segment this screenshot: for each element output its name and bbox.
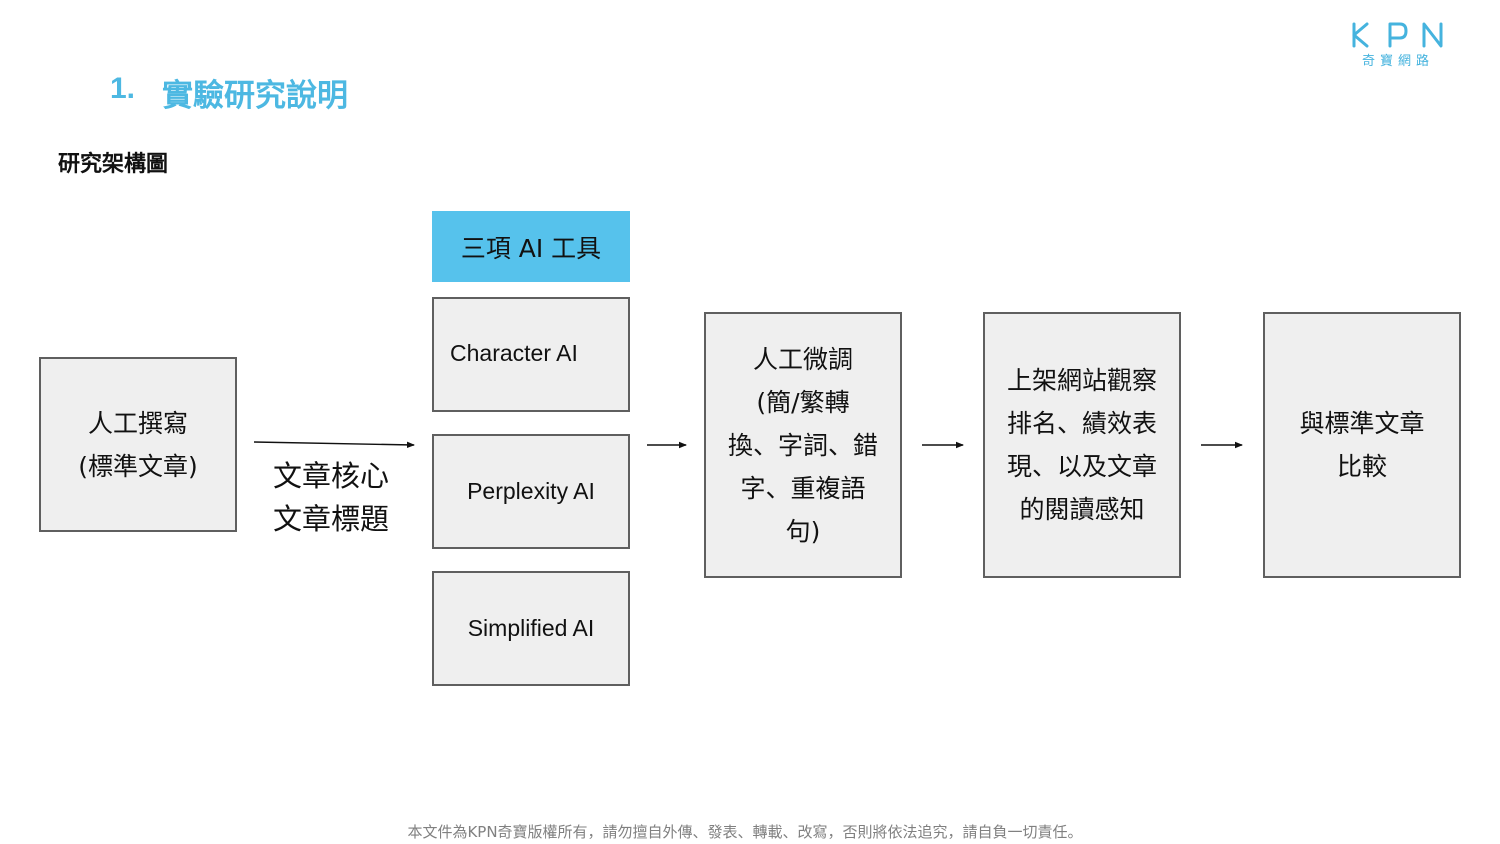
diagram-label: 研究架構圖 [58,152,169,177]
tool-label: Character AI [450,340,578,366]
box-line: 句) [785,516,821,546]
copyright-footer: 本文件為KPN奇寶版權所有，請勿擅自外傳、發表、轉載、改寫，否則將依法追究，請自… [407,823,1083,841]
box-line: 人工撰寫 [87,408,188,438]
box-line: 換、字詞、錯 [727,430,878,460]
edge-label: 文章核心 文章標題 [273,455,389,541]
kpn-logo: 奇寶網路 [1350,20,1446,70]
tool-label: Simplified AI [467,615,595,641]
tool-box-character-ai: Character AI [432,297,630,412]
tool-label: Perplexity AI [467,478,595,504]
tool-box-perplexity-ai: Perplexity AI [432,434,630,549]
box-line: 人工微調 [752,344,853,374]
edge-label-line: 文章核心 [273,459,390,493]
box-line: (簡/繁轉 [756,387,850,417]
arrow-source-to-tools [253,441,415,449]
manual-writing-box: 人工撰寫 (標準文章) [39,357,237,532]
box-line: 現、以及文章 [1006,452,1157,481]
edge-label-line: 文章標題 [273,502,390,536]
box-line: 上架網站觀察 [1006,366,1157,395]
page-title: 實驗研究說明 [162,78,348,114]
box-line: 排名、績效表 [1006,409,1157,438]
compare-box: 與標準文章 比較 [1263,312,1461,578]
tool-box-simplified-ai: Simplified AI [432,571,630,686]
site-observation-box: 上架網站觀察 排名、績效表 現、以及文章 的閱讀感知 [983,312,1181,578]
logo-subtitle: 奇寶網路 [1361,54,1434,69]
box-line: (標準文章) [78,451,198,481]
ai-tools-header: 三項 AI 工具 [432,211,630,282]
box-line: 與標準文章 [1299,409,1425,438]
kpn-wordmark-icon [1352,22,1443,48]
box-line: 比較 [1336,452,1387,481]
box-line: 的閱讀感知 [1019,495,1145,524]
box-line: 字、重複語 [740,473,866,503]
section-number: 1. [110,72,136,105]
manual-adjust-box: 人工微調 (簡/繁轉 換、字詞、錯 字、重複語 句) [704,312,902,578]
